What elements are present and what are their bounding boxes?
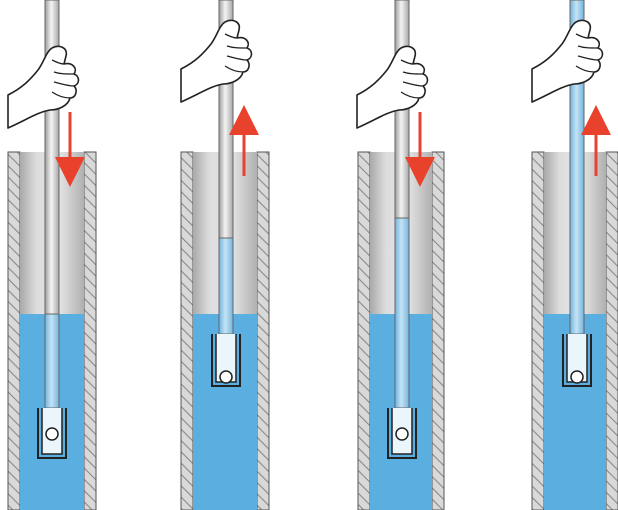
panel-1 [7, 0, 97, 510]
casing-right-wall [256, 151, 270, 510]
casing-left-wall [7, 151, 21, 510]
hand-icon [356, 45, 429, 129]
tube-water [44, 313, 60, 409]
foot-valve [562, 334, 592, 387]
casing-left-wall [180, 151, 194, 510]
foot-valve [37, 408, 67, 459]
panel-2 [180, 0, 270, 510]
casing-right-wall [83, 151, 97, 510]
tube-water [218, 237, 234, 335]
hand-icon [531, 19, 604, 103]
panel-4 [531, 0, 618, 510]
foot-valve [211, 334, 241, 387]
casing-left-wall [531, 151, 545, 510]
hand-icon [7, 45, 80, 129]
casing-right-wall [605, 151, 618, 510]
foot-valve [387, 408, 417, 459]
panel-3 [356, 0, 445, 510]
casing-right-wall [431, 151, 445, 510]
hand-icon [180, 19, 253, 103]
tube-water [394, 217, 410, 409]
casing-left-wall [357, 151, 371, 510]
